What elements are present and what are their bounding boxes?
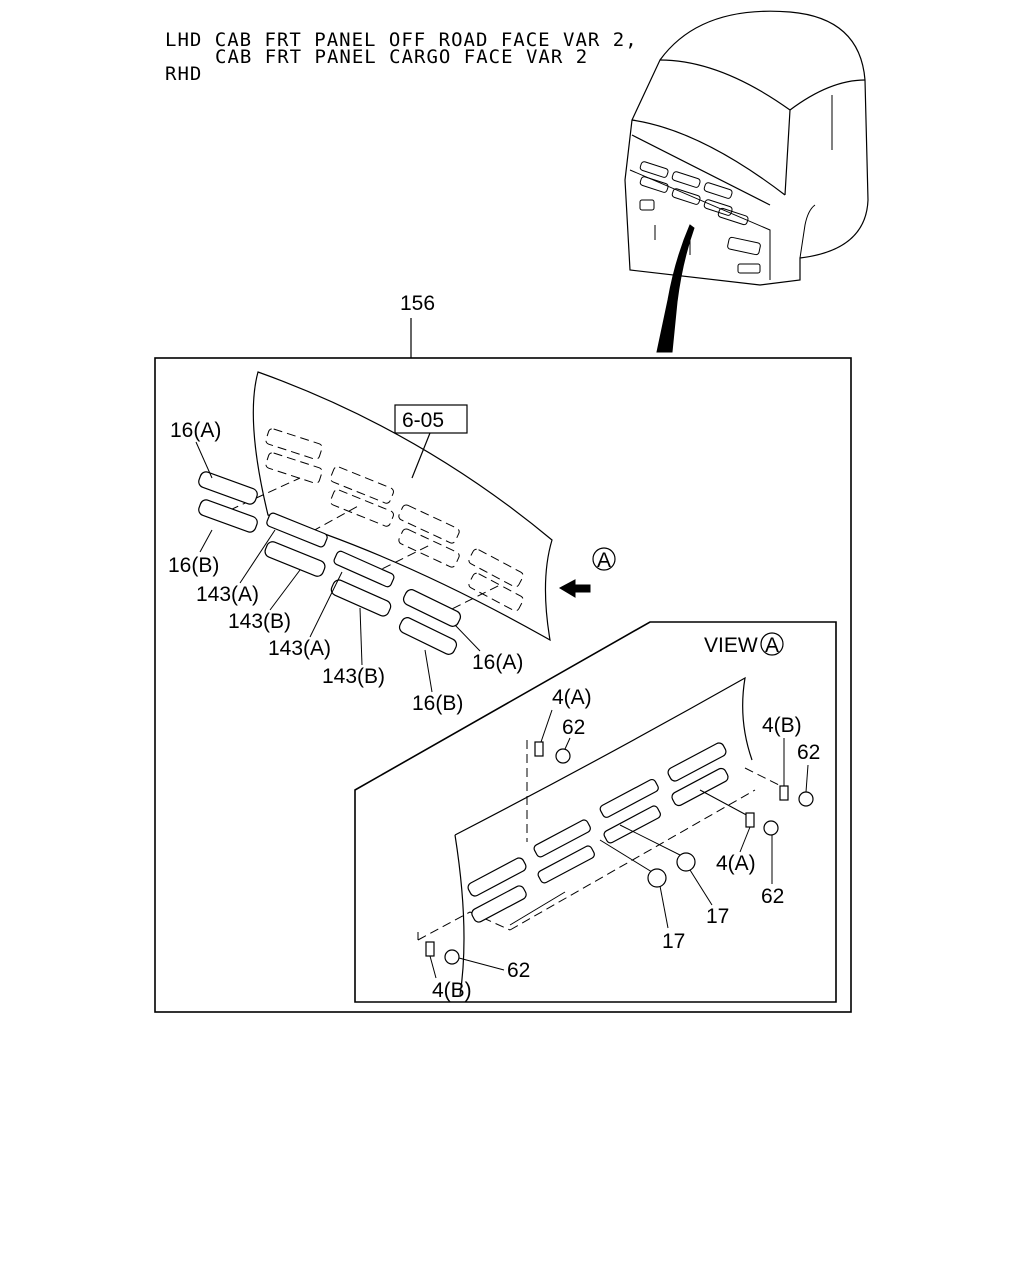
label-4b-bottom: 4(B) [432, 979, 472, 1002]
view-label: VIEW [704, 634, 758, 657]
label-16a-right: 16(A) [472, 651, 523, 674]
part-16b-left [198, 499, 258, 533]
grille-parts-main [198, 471, 462, 655]
label-143b-1: 143(B) [228, 610, 291, 633]
view-arrow [558, 579, 591, 598]
part-143b-2 [330, 579, 392, 617]
clip-4a-mid [745, 812, 755, 828]
label-62-top: 62 [562, 716, 585, 739]
bolt-62-bottom [444, 949, 460, 965]
header-line-2: CAB FRT PANEL CARGO FACE VAR 2 [215, 46, 588, 68]
header-line-1: LHD CAB FRT PANEL OFF ROAD FACE VAR 2, [165, 29, 638, 51]
label-143b-2: 143(B) [322, 665, 385, 688]
label-143a-1: 143(A) [196, 583, 259, 606]
part-16a-left [198, 471, 258, 505]
fasteners [425, 741, 814, 965]
label-4a-mid: 4(A) [716, 852, 756, 875]
part-143b-1 [264, 541, 326, 577]
label-143a-2: 143(A) [268, 637, 331, 660]
label-4b-right: 4(B) [762, 714, 802, 737]
header-line-3: RHD [165, 63, 202, 85]
truck-cab-illustration [624, 10, 869, 353]
part-143a-1 [266, 512, 328, 548]
bolt-17-a [647, 868, 667, 888]
view-a-frame [354, 621, 837, 1003]
part-143a-2 [333, 550, 395, 588]
bolt-62-right [798, 791, 814, 807]
ref-box-label: 6-05 [402, 409, 444, 432]
bolt-62-top [555, 748, 571, 764]
clip-4a-top [534, 741, 544, 757]
view-a-panel [417, 676, 786, 996]
ref-box [394, 404, 468, 434]
view-label-circle: A [765, 634, 779, 657]
view-marker-a: A [597, 549, 611, 572]
bolt-62-mid [763, 820, 779, 836]
label-17-b: 17 [706, 905, 729, 928]
clip-4b-bottom [425, 941, 435, 957]
label-4a-top: 4(A) [552, 686, 592, 709]
label-16b-bottom: 16(B) [412, 692, 463, 715]
label-62-right: 62 [797, 741, 820, 764]
label-62-bottom: 62 [507, 959, 530, 982]
front-panel-outline [229, 371, 553, 642]
part-16b-right [398, 617, 458, 655]
clip-4b-right [779, 785, 789, 801]
label-62-mid: 62 [761, 885, 784, 908]
part-16a-right [402, 589, 462, 627]
label-16a-top: 16(A) [170, 419, 221, 442]
bolt-17-b [676, 852, 696, 872]
label-17-a: 17 [662, 930, 685, 953]
label-16b-left: 16(B) [168, 554, 219, 577]
main-frame [154, 357, 852, 1013]
callout-156: 156 [400, 292, 435, 315]
